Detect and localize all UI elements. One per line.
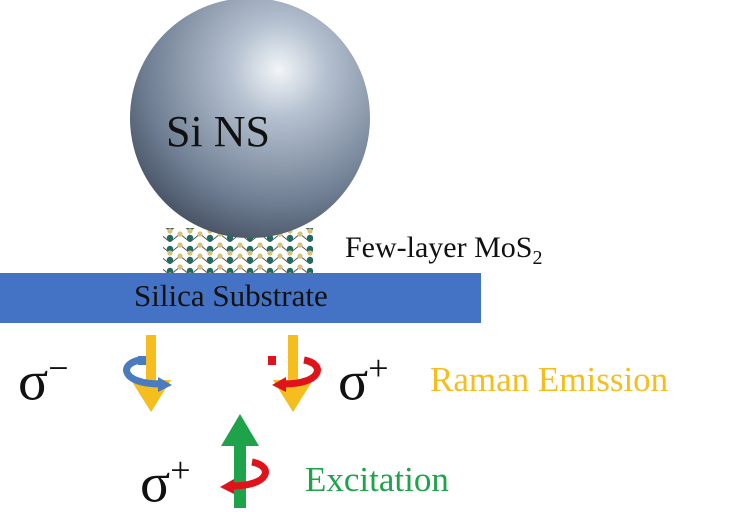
sigma-symbol: σ bbox=[140, 452, 171, 512]
mos2-subscript: 2 bbox=[532, 247, 543, 269]
rotation-arrow-minus-icon bbox=[123, 356, 161, 388]
minus-sign: − bbox=[48, 348, 69, 388]
plus-sign: + bbox=[368, 348, 389, 388]
sigma-symbol: σ bbox=[338, 350, 369, 413]
plus-sign: + bbox=[170, 450, 191, 490]
rotation-arrow-plus-icon bbox=[283, 356, 321, 388]
si-nanosphere bbox=[130, 0, 370, 238]
mos2-label-text: Few-layer MoS bbox=[345, 231, 533, 264]
sigma-symbol: σ bbox=[18, 350, 49, 413]
sphere-label: Si NS bbox=[166, 107, 270, 156]
mos2-label: Few-layer MoS2 bbox=[345, 231, 543, 269]
excitation-label: Excitation bbox=[305, 460, 449, 499]
substrate-label: Silica Substrate bbox=[134, 278, 328, 313]
rotation-arrow-excitation-icon bbox=[231, 458, 269, 490]
raman-emission-label: Raman Emission bbox=[430, 360, 669, 399]
emission-arrow-left bbox=[131, 335, 171, 412]
sigma-plus-emission-label: σ+ bbox=[338, 350, 389, 410]
emission-arrow-right bbox=[273, 335, 313, 412]
sigma-plus-excitation-label: σ+ bbox=[140, 452, 191, 512]
excitation-arrow bbox=[221, 414, 259, 508]
sigma-minus-label: σ− bbox=[18, 350, 69, 410]
silica-substrate bbox=[0, 273, 481, 323]
